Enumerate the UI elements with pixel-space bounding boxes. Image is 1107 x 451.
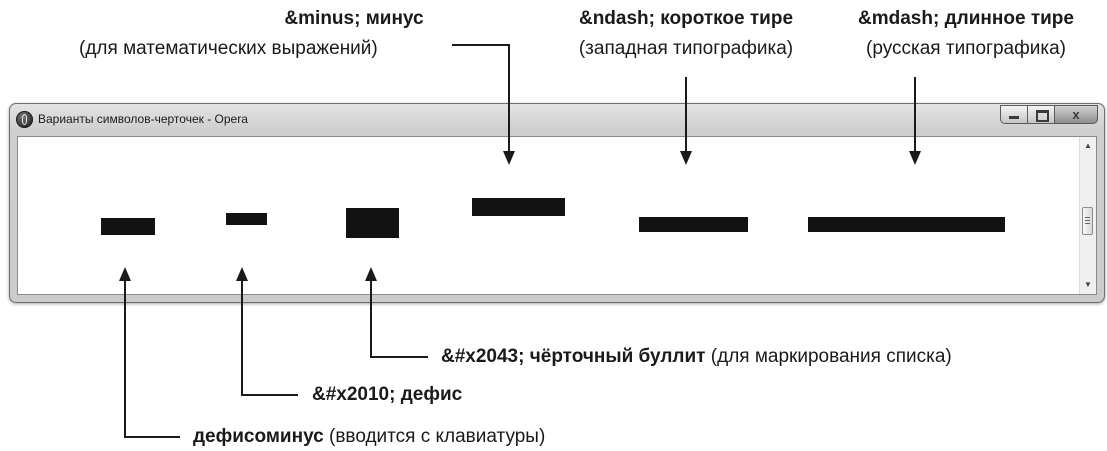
opera-logo-icon[interactable] <box>16 111 33 128</box>
window-controls: x <box>1000 105 1098 124</box>
mdash-name: длинное тире <box>944 8 1074 29</box>
bullet-label: &#x2043; чёрточный буллит (для маркирова… <box>441 346 952 368</box>
maximize-button[interactable] <box>1027 105 1055 124</box>
close-button[interactable]: x <box>1054 105 1098 124</box>
hyphen-minus-glyph <box>101 218 155 235</box>
ndash-glyph <box>639 217 748 232</box>
scroll-up-icon[interactable]: ▲ <box>1084 141 1092 150</box>
minus-name: минус <box>365 8 424 29</box>
browser-window: Варианты символов-черточек - Opera x ▲ ▼ <box>9 103 1105 303</box>
hyphen-minus-note: (вводится с клавиатуры) <box>329 426 546 447</box>
vertical-scrollbar[interactable]: ▲ ▼ <box>1079 137 1096 294</box>
hyphen-bullet-glyph <box>346 208 399 238</box>
minus-glyph <box>472 198 565 216</box>
hyphen-minus-label: дефисоминус (вводится с клавиатуры) <box>193 426 545 448</box>
scroll-down-icon[interactable]: ▼ <box>1084 280 1092 289</box>
ndash-name: короткое тире <box>660 8 794 29</box>
hyphen-minus-name: дефисоминус <box>193 426 324 447</box>
hyphen-minus-arrow-line <box>124 280 180 438</box>
close-icon: x <box>1072 107 1080 122</box>
minus-code: &minus; <box>284 8 361 29</box>
minimize-icon <box>1009 116 1019 119</box>
bullet-note: (для маркирования списка) <box>710 346 952 367</box>
mdash-note: (русская типографика) <box>866 38 1066 59</box>
mdash-code: &mdash; <box>858 8 940 29</box>
ndash-code: &ndash; <box>578 8 655 29</box>
ndash-label: &ndash; короткое тире <box>579 8 793 30</box>
scroll-thumb[interactable] <box>1082 207 1093 235</box>
minus-note: (для математических выражений) <box>79 38 378 59</box>
hyphen-label: &#x2010; дефис <box>312 384 462 406</box>
title-bar[interactable]: Варианты символов-черточек - Opera x <box>10 104 1104 136</box>
minus-label: &minus; минус <box>284 8 423 30</box>
minimize-button[interactable] <box>1000 105 1028 124</box>
page-content: ▲ ▼ <box>17 136 1097 295</box>
bullet-code: &#x2043; чёрточный буллит <box>441 346 706 367</box>
maximize-icon <box>1036 110 1049 122</box>
mdash-label: &mdash; длинное тире <box>858 8 1074 30</box>
window-title: Варианты символов-черточек - Opera <box>38 112 248 126</box>
mdash-glyph <box>808 217 1005 232</box>
hyphen-glyph <box>226 213 267 225</box>
hyphen-code: &#x2010; дефис <box>312 384 463 405</box>
ndash-note: (западная типографика) <box>578 38 794 59</box>
